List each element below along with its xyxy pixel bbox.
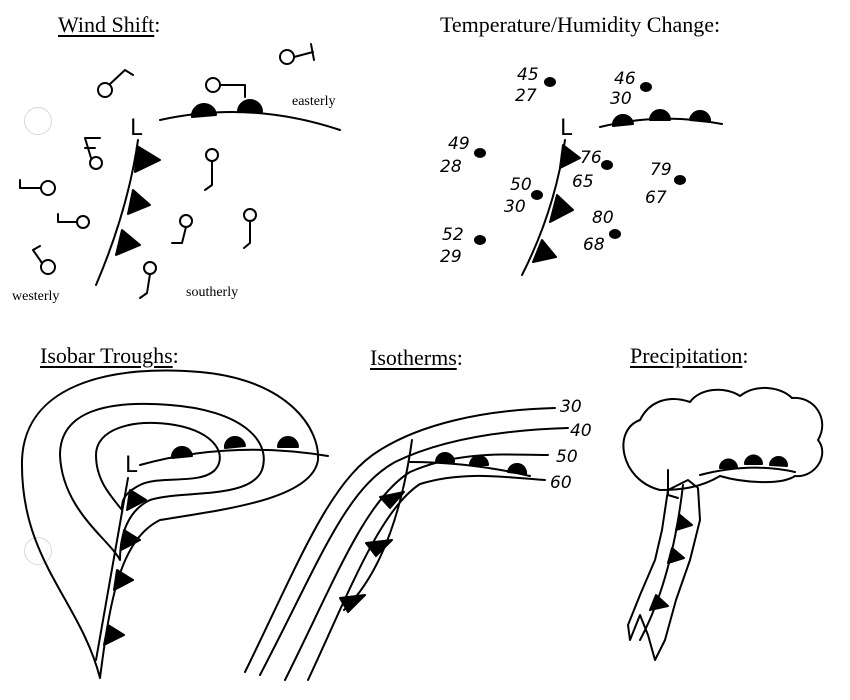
temp-humidity-panel: L 45 27 46 30 49 28 50 30 52 bbox=[440, 65, 723, 276]
station-dewpoint: 29 bbox=[440, 247, 462, 267]
station-temperature: 80 bbox=[592, 208, 614, 228]
isotherm-line bbox=[307, 474, 546, 681]
station-dewpoint: 65 bbox=[572, 172, 594, 192]
isobar-troughs-title: Isobar Troughs: bbox=[40, 343, 179, 368]
station-dewpoint: 67 bbox=[645, 188, 667, 208]
cold-front-marker bbox=[559, 144, 581, 169]
station-temperature: 76 bbox=[580, 148, 602, 168]
station-dewpoint: 68 bbox=[583, 235, 605, 255]
isotherms-title: Isotherms: bbox=[370, 345, 463, 370]
isotherm-label: 60 bbox=[550, 473, 572, 493]
precipitation-band bbox=[627, 479, 701, 661]
cold-front-marker bbox=[113, 569, 134, 591]
wind-shift-title: Wind Shift: bbox=[58, 12, 161, 37]
warm-front-marker bbox=[277, 436, 299, 448]
easterly-label: easterly bbox=[292, 94, 336, 109]
station-temperature: 50 bbox=[510, 175, 532, 195]
warm-front-marker bbox=[223, 436, 246, 449]
binder-hole-bottom bbox=[24, 537, 52, 565]
station-dewpoint: 28 bbox=[440, 157, 462, 177]
cold-front-line bbox=[639, 484, 684, 641]
station-temperature: 49 bbox=[448, 134, 470, 154]
isotherm-label: 40 bbox=[570, 421, 592, 441]
wind-station-circle bbox=[19, 43, 315, 299]
station-temperature: 79 bbox=[650, 160, 672, 180]
wind-shift-panel: L bbox=[19, 43, 341, 299]
precipitation-title: Precipitation: bbox=[630, 343, 749, 368]
warm-front-line bbox=[699, 466, 796, 476]
isotherm-line bbox=[259, 427, 569, 676]
cold-front-marker bbox=[120, 529, 141, 551]
warm-front-marker bbox=[649, 109, 671, 121]
warm-front-marker bbox=[190, 103, 217, 118]
low-pressure-symbol: L bbox=[130, 116, 143, 141]
isobar-troughs-panel: L bbox=[20, 369, 329, 679]
station-dewpoint: 30 bbox=[610, 89, 632, 109]
low-pressure-symbol bbox=[667, 469, 679, 499]
warm-front-marker bbox=[744, 454, 763, 465]
station-dewpoint: 30 bbox=[504, 197, 526, 217]
station-dewpoint: 27 bbox=[515, 86, 537, 106]
warm-front-line bbox=[139, 448, 329, 466]
isotherm-line bbox=[244, 407, 556, 673]
warm-front-marker bbox=[611, 114, 634, 127]
cold-front-line bbox=[343, 439, 413, 611]
precipitation-panel bbox=[622, 387, 824, 661]
isobar-line bbox=[95, 422, 221, 511]
cold-front-marker bbox=[339, 594, 366, 613]
isotherm-line bbox=[284, 453, 549, 681]
warm-front-marker bbox=[469, 455, 489, 466]
southerly-label: southerly bbox=[186, 285, 239, 300]
cold-front-marker bbox=[134, 145, 161, 173]
warm-front-marker bbox=[237, 99, 263, 113]
station-temperature: 52 bbox=[442, 225, 464, 245]
station-temperature: 46 bbox=[614, 69, 636, 89]
cold-front-marker bbox=[103, 624, 125, 646]
cold-front-marker bbox=[675, 514, 693, 531]
westerly-label: westerly bbox=[12, 289, 60, 304]
cold-front-marker bbox=[532, 239, 557, 263]
cold-front-marker bbox=[127, 189, 151, 215]
warm-front-marker bbox=[769, 456, 788, 467]
isotherm-label: 50 bbox=[556, 447, 578, 467]
cold-front-marker bbox=[649, 594, 669, 611]
isobar-line bbox=[20, 369, 320, 679]
cold-front-marker bbox=[549, 194, 574, 223]
isotherms-panel: 30 40 50 60 bbox=[244, 397, 592, 681]
weather-station-dot bbox=[474, 77, 686, 245]
warm-front-marker bbox=[435, 452, 455, 463]
cold-front-marker bbox=[126, 489, 147, 511]
trough-line bbox=[95, 477, 129, 661]
station-temperature: 45 bbox=[517, 65, 539, 85]
warm-front-line bbox=[159, 111, 341, 131]
cold-front-marker bbox=[365, 539, 393, 557]
warm-front-marker bbox=[689, 110, 712, 123]
isobar-line bbox=[59, 402, 265, 561]
isotherm-label: 30 bbox=[560, 397, 582, 417]
warm-front-marker bbox=[507, 463, 528, 475]
temp-humidity-title: Temperature/Humidity Change: bbox=[440, 12, 721, 37]
warm-front-marker bbox=[170, 446, 193, 459]
cloud-shield bbox=[622, 387, 824, 491]
binder-hole-top bbox=[24, 107, 52, 135]
cold-front-marker bbox=[379, 491, 405, 509]
low-pressure-symbol: L bbox=[125, 453, 138, 478]
warm-front-marker bbox=[719, 458, 738, 469]
cold-front-marker bbox=[667, 547, 685, 564]
low-pressure-symbol: L bbox=[560, 116, 573, 141]
cold-front-marker bbox=[115, 229, 141, 256]
